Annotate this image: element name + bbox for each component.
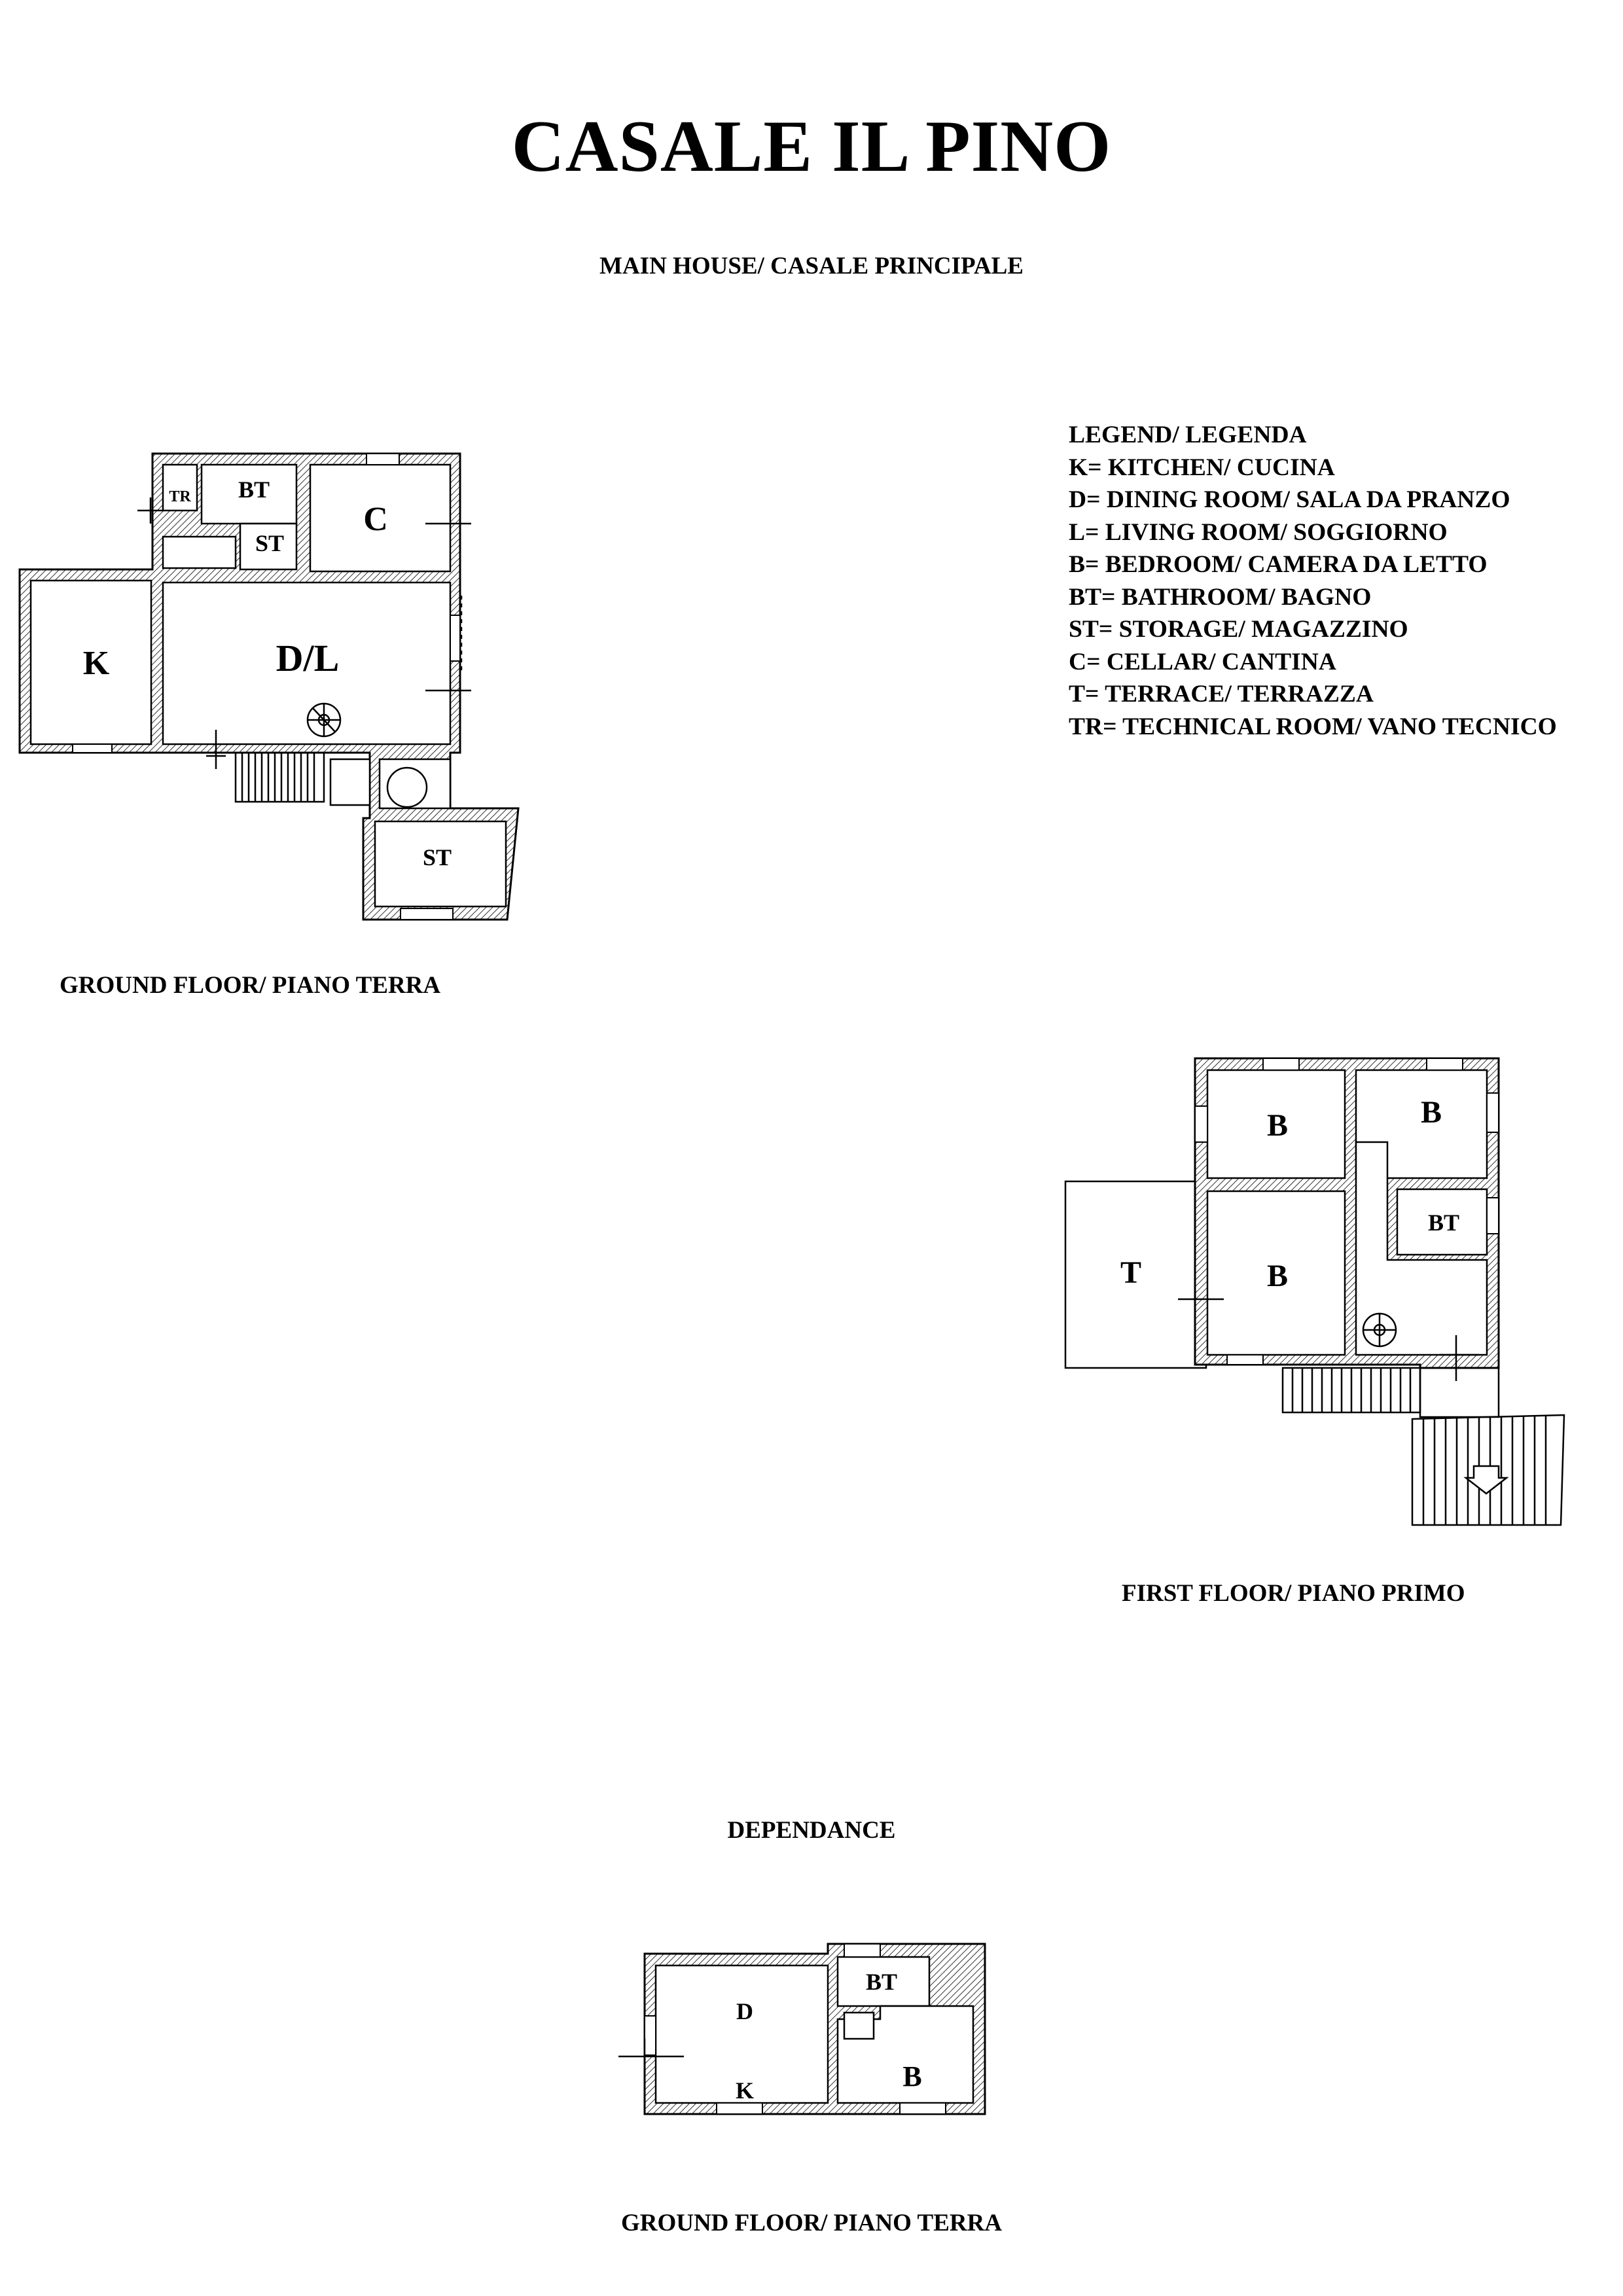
ramp [1411, 1414, 1565, 1526]
legend-item-technical-room: TR= TECHNICAL ROOM/ VANO TECNICO [1069, 713, 1557, 740]
label-b2: B [1421, 1095, 1442, 1130]
corridor [162, 535, 237, 569]
label-dl: D/L [276, 637, 340, 679]
well [386, 766, 428, 808]
legend-item-storage: ST= STORAGE/ MAGAZZINO [1069, 616, 1408, 643]
dependance-caption: GROUND FLOOR/ PIANO TERRA [620, 2210, 1003, 2236]
room-c [309, 463, 452, 573]
label-bt: BT [238, 476, 270, 503]
label-st-lower: ST [423, 844, 452, 870]
room-b1 [1206, 1069, 1346, 1179]
label-k: K [83, 645, 110, 682]
hallway [1355, 1141, 1488, 1356]
legend-item-cellar: C= CELLAR/ CANTINA [1069, 648, 1336, 675]
label-st-small: ST [255, 530, 284, 556]
exterior-stair [234, 751, 325, 803]
arrow-down-icon [1463, 1465, 1509, 1495]
room-k [29, 579, 152, 745]
label-c: C [363, 501, 388, 538]
room-bt [200, 463, 298, 525]
legend-item-kitchen: K= KITCHEN/ CUCINA [1069, 454, 1335, 481]
dependance-plan: D K BT B [618, 1943, 986, 2115]
label-bt-dep: BT [866, 1969, 897, 1995]
page-subtitle: MAIN HOUSE/ CASALE PRINCIPALE [599, 253, 1024, 279]
legend-heading: LEGEND/ LEGENDA [1069, 422, 1307, 448]
legend-item-bathroom: BT= BATHROOM/ BAGNO [1069, 583, 1372, 611]
passage [329, 758, 371, 806]
label-b3: B [1267, 1259, 1288, 1293]
main-first-caption: FIRST FLOOR/ PIANO PRIMO [1122, 1580, 1465, 1607]
label-b1: B [1267, 1108, 1288, 1143]
room-st-small [239, 522, 298, 571]
legend-item-bedroom: B= BEDROOM/ CAMERA DA LETTO [1069, 551, 1488, 578]
label-b-dep: B [902, 2060, 921, 2092]
room-tr [162, 463, 198, 512]
room-st-lower [374, 820, 507, 908]
hall-dep [843, 2011, 875, 2040]
room-bt-dep [836, 1956, 931, 2007]
main-first-floor-plan: B B BT T B [1064, 1057, 1565, 1526]
room-dl [162, 581, 452, 745]
room-b3 [1206, 1190, 1346, 1356]
main-ground-caption: GROUND FLOOR/ PIANO TERRA [60, 972, 441, 999]
label-t: T [1120, 1255, 1141, 1290]
label-bt-first: BT [1428, 1210, 1459, 1236]
legend: LEGEND/ LEGENDA K= KITCHEN/ CUCINA D= DI… [1069, 419, 1557, 743]
legend-item-living: L= LIVING ROOM/ SOGGIORNO [1069, 518, 1448, 546]
room-dk [654, 1964, 829, 2104]
legend-item-dining: D= DINING ROOM/ SALA DA PRANZO [1069, 486, 1510, 513]
room-bt-first [1396, 1188, 1488, 1256]
label-k-dep: K [736, 2077, 754, 2104]
main-ground-floor-plan: TR BT ST C K D/L ST [18, 452, 520, 921]
page-title: CASALE IL PINO [511, 106, 1112, 187]
label-d: D [736, 1998, 753, 2024]
label-tr: TR [169, 488, 191, 505]
legend-item-terrace: T= TERRACE/ TERRAZZA [1069, 681, 1374, 708]
well-room [378, 758, 452, 810]
dependance-heading: DEPENDANCE [727, 1817, 896, 1844]
